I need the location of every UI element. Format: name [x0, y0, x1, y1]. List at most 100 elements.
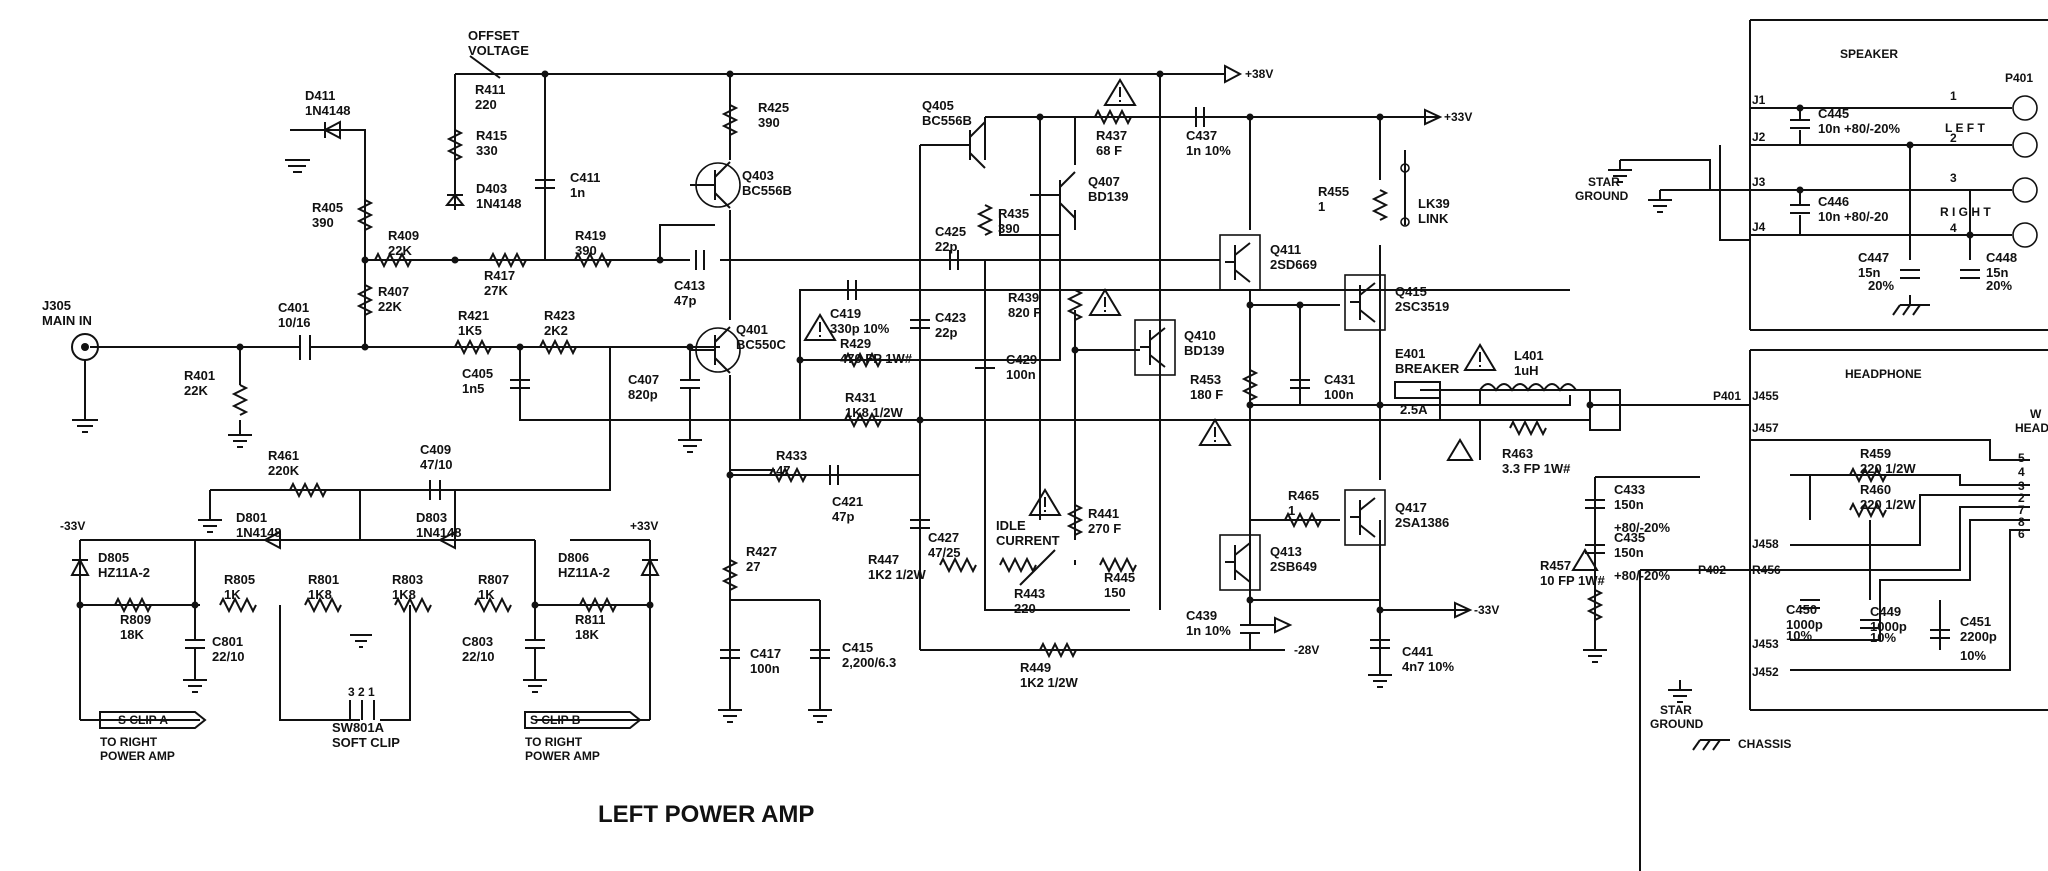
component-value-c435: 150n — [1614, 545, 1644, 560]
component-value-r419: 390 — [575, 243, 597, 258]
component-value-d403: 1N4148 — [476, 196, 522, 211]
component-label-r407: R407 — [378, 284, 409, 299]
diode-d806 — [640, 557, 660, 576]
component-label-offset: OFFSET — [468, 28, 519, 43]
warning-triangle-3 — [803, 313, 837, 341]
warning-triangle-2 — [1088, 288, 1122, 316]
capacitor-c441 — [1370, 639, 1390, 660]
warning-triangle-8 — [1571, 548, 1599, 571]
component-value-r803: 1K8 — [392, 587, 416, 602]
component-value-d801: 1N4148 — [236, 525, 282, 540]
resistor-r429 — [844, 351, 882, 369]
component-label-c447_tol: 20% — [1868, 278, 1894, 293]
s-clip-a-label: S CLIP A — [118, 713, 168, 727]
capacitor-c446 — [1790, 204, 1810, 214]
component-label-q411: Q411 — [1270, 242, 1301, 257]
capacitor-c407 — [680, 347, 700, 420]
component-label-c451_tol: 10% — [1960, 648, 1986, 663]
ground-r461 — [198, 519, 222, 533]
component-value-r435: 390 — [998, 221, 1020, 236]
connector-boxes — [1620, 19, 2048, 711]
warning-triangle-4 — [1028, 488, 1062, 516]
component-value-r459: 220 1/2W — [1860, 461, 1916, 476]
component-value-r807: 1K — [478, 587, 495, 602]
component-value-c425: 22p — [935, 239, 957, 254]
component-label-c448_tol: 20% — [1986, 278, 2012, 293]
p402-label: P402 — [1698, 563, 1726, 577]
component-value-c405: 1n5 — [462, 381, 484, 396]
component-label-q413: Q413 — [1270, 544, 1302, 559]
component-label-r433: R433 — [776, 448, 807, 463]
component-value-r465: 1 — [1288, 503, 1295, 518]
resistor-r405 — [356, 199, 374, 231]
component-label-r417: R417 — [484, 268, 515, 283]
ground-star-bottom — [1668, 680, 1692, 703]
component-value-c433: 150n — [1614, 497, 1644, 512]
resistor-r807 — [474, 596, 512, 614]
capacitor-c439 — [1240, 624, 1260, 650]
s-clip-a-dest-2: POWER AMP — [100, 749, 175, 763]
component-label-c449: C449 — [1870, 604, 1901, 619]
resistor-r447 — [939, 556, 977, 574]
capacitor-c415 — [810, 649, 830, 659]
component-value-j305: MAIN IN — [42, 313, 92, 328]
switch-pin-label: 3 2 1 — [348, 685, 375, 699]
chassis-label: CHASSIS — [1738, 737, 1791, 751]
component-value-c446: 10n +80/-20 — [1818, 209, 1888, 224]
component-label-c427: C427 — [928, 530, 959, 545]
resistor-r805 — [219, 596, 257, 614]
ground-star-top — [1608, 160, 1632, 183]
ground-c407 — [678, 420, 702, 453]
component-label-c451: C451 — [1960, 614, 1991, 629]
component-value-lk39: LINK — [1418, 211, 1449, 226]
component-value-r439: 820 F — [1008, 305, 1041, 320]
ground-input-jack — [72, 400, 98, 433]
rail-m28-label: -28V — [1294, 643, 1319, 657]
component-value-r421: 1K5 — [458, 323, 482, 338]
capacitor-c450 — [1800, 599, 1820, 609]
component-value-r461: 220K — [268, 463, 300, 478]
component-value-r407: 22K — [378, 299, 402, 314]
component-label-r427: R427 — [746, 544, 777, 559]
component-label-c431: C431 — [1324, 372, 1355, 387]
rail-p33-right-label: +33V — [630, 519, 658, 533]
component-label-idle: IDLE — [996, 518, 1026, 533]
hp-pin8: 8 — [2018, 515, 2025, 529]
j4-label: J4 — [1752, 220, 1766, 234]
component-label-r447: R447 — [868, 552, 899, 567]
component-value-c413: 47p — [674, 293, 696, 308]
s-clip-b-dest-1: TO RIGHT — [525, 735, 583, 749]
component-label-c429: C429 — [1006, 352, 1037, 367]
component-label-r425: R425 — [758, 100, 789, 115]
component-value-q411: 2SD669 — [1270, 257, 1317, 272]
resistor-r811 — [579, 596, 617, 614]
left-label: L E F T — [1945, 121, 1985, 135]
resistor-r433 — [769, 466, 807, 484]
component-label-c446: C446 — [1818, 194, 1849, 209]
component-value-c439: 1n 10% — [1186, 623, 1231, 638]
idle-pot-r443 — [1019, 549, 1056, 586]
component-label-r423: R423 — [544, 308, 575, 323]
s-clip-b-dest-2: POWER AMP — [525, 749, 600, 763]
component-value-r801: 1K8 — [308, 587, 332, 602]
hp-pin4: 4 — [2018, 465, 2025, 479]
capacitor-c417 — [720, 649, 740, 659]
right-label: R I G H T — [1940, 205, 1991, 219]
component-value-sw801a: SOFT CLIP — [332, 735, 400, 750]
warning-triangle-6 — [1463, 343, 1497, 371]
capacitor-c427 — [910, 519, 930, 529]
component-label-r805: R805 — [224, 572, 255, 587]
transistor-q401 — [690, 326, 741, 374]
component-label-q415: Q415 — [1395, 284, 1427, 299]
s-clip-b-flag — [524, 711, 642, 729]
resistor-r437 — [1094, 108, 1132, 126]
component-value-c437: 1n 10% — [1186, 143, 1231, 158]
component-value-r449: 1K2 1/2W — [1020, 675, 1079, 690]
resistor-r423 — [539, 338, 577, 356]
resistor-r443 — [999, 556, 1037, 574]
headphone-title: HEADPHONE — [1845, 367, 1922, 381]
p401-label: P401 — [2005, 71, 2033, 85]
component-label-c449_tol: 10% — [1870, 630, 1896, 645]
capacitor-c413 — [695, 250, 705, 270]
transistor-q411 — [1219, 234, 1261, 291]
